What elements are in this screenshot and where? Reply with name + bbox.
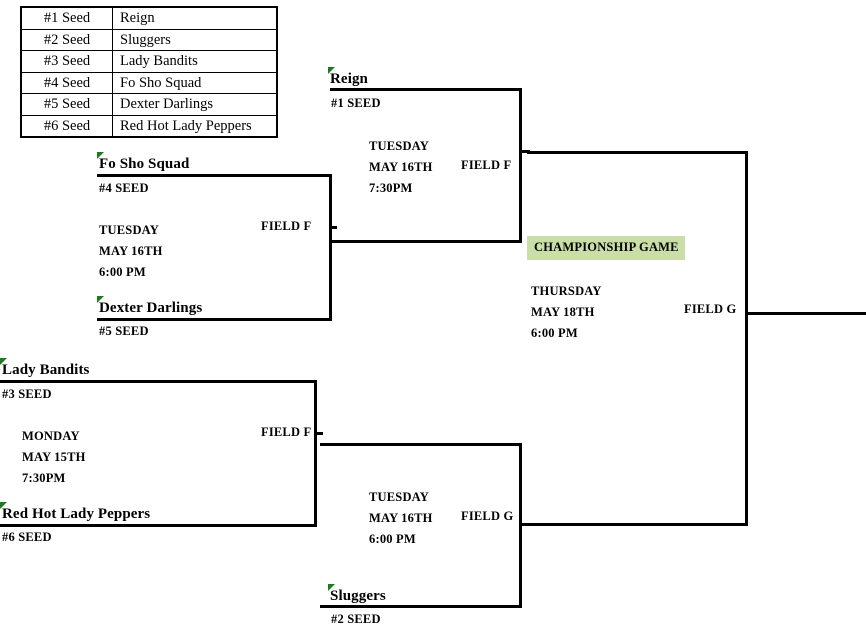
comment-marker-icon: [0, 502, 7, 509]
game-date: MAY 18TH: [531, 305, 595, 319]
lower-quarterfinal-top-seed: #3 SEED: [2, 387, 52, 401]
upper-semifinal-top-seed: #1 SEED: [331, 96, 381, 110]
championship-banner: CHAMPIONSHIP GAME: [527, 236, 685, 260]
game-time: 7:30PM: [369, 181, 413, 195]
bracket-line-upper-semifinal-top: [330, 88, 522, 91]
upper-quarterfinal-top-team: Fo Sho Squad: [97, 152, 189, 172]
bracket-line-upper-qf-right: [329, 174, 332, 321]
seed-cell: #5 Seed: [20, 93, 113, 116]
seed-cell: #2 Seed: [20, 28, 113, 51]
seed-cell: #4 Seed: [20, 71, 113, 94]
comment-marker-icon: [328, 584, 335, 591]
table-row: #2 Seed Sluggers: [20, 28, 278, 51]
bracket-line-lower-qf-top: [0, 380, 317, 383]
bracket-connector-upper-sf-to-final: [519, 150, 530, 153]
game-date: MAY 16TH: [99, 244, 163, 258]
comment-marker-icon: [97, 296, 104, 303]
championship-game-info: THURSDAY MAY 18TH 6:00 PM: [531, 281, 602, 344]
upper-quarterfinal-field: FIELD F: [261, 219, 312, 233]
lower-semifinal-game-info: TUESDAY MAY 16TH 6:00 PM: [369, 487, 433, 550]
team-cell: Fo Sho Squad: [112, 71, 278, 94]
bracket-connector-lower-qf-to-sf: [314, 432, 323, 435]
upper-semifinal-top-team: Reign: [328, 67, 368, 87]
bracket-line-championship-top: [527, 151, 748, 154]
upper-semifinal-game-info: TUESDAY MAY 16TH 7:30PM: [369, 136, 433, 199]
comment-marker-icon: [0, 358, 7, 365]
game-day: TUESDAY: [99, 223, 159, 237]
seed-cell: #3 Seed: [20, 50, 113, 73]
bracket-line-winner-output: [745, 312, 866, 315]
bracket-line-lower-qf-right: [314, 380, 317, 527]
team-cell: Reign: [112, 6, 278, 30]
upper-semifinal-field: FIELD F: [461, 158, 512, 172]
game-day: MONDAY: [22, 429, 80, 443]
seed-cell: #1 Seed: [20, 6, 113, 30]
bracket-line-championship-bottom: [527, 523, 748, 526]
lower-quarterfinal-bottom-seed: #6 SEED: [2, 530, 52, 544]
game-time: 6:00 PM: [531, 326, 578, 340]
table-row: #1 Seed Reign: [20, 6, 278, 30]
lower-semifinal-bottom-seed: #2 SEED: [331, 612, 381, 626]
lower-semifinal-bottom-team: Sluggers: [328, 584, 386, 604]
upper-quarterfinal-game-info: TUESDAY MAY 16TH 6:00 PM: [99, 220, 163, 283]
bracket-line-upper-qf-top: [97, 174, 332, 177]
upper-quarterfinal-top-seed: #4 SEED: [99, 181, 149, 195]
game-time: 7:30PM: [22, 471, 66, 485]
game-day: TUESDAY: [369, 490, 429, 504]
team-cell: Lady Bandits: [112, 50, 278, 73]
bracket-connector-lower-sf-to-final: [519, 523, 530, 526]
bracket-line-lower-qf-bottom: [0, 524, 317, 527]
game-time: 6:00 PM: [369, 532, 416, 546]
upper-quarterfinal-bottom-team: Dexter Darlings: [97, 296, 202, 316]
team-cell: Sluggers: [112, 28, 278, 51]
championship-field: FIELD G: [684, 302, 737, 316]
bracket-line-championship-right: [745, 151, 748, 526]
bracket-line-lower-semifinal-bottom: [320, 605, 522, 608]
game-date: MAY 16TH: [369, 511, 433, 525]
table-row: #3 Seed Lady Bandits: [20, 50, 278, 73]
bracket-line-upper-qf-bottom: [97, 318, 332, 321]
game-time: 6:00 PM: [99, 265, 146, 279]
comment-marker-icon: [328, 67, 335, 74]
team-cell: Red Hot Lady Peppers: [112, 114, 278, 138]
lower-quarterfinal-top-team: Lady Bandits: [0, 358, 90, 378]
bracket-line-upper-semifinal-right: [519, 88, 522, 243]
lower-semifinal-field: FIELD G: [461, 509, 514, 523]
team-cell: Dexter Darlings: [112, 93, 278, 116]
lower-quarterfinal-bottom-team: Red Hot Lady Peppers: [0, 502, 150, 522]
seed-cell: #6 Seed: [20, 114, 113, 138]
table-row: #6 Seed Red Hot Lady Peppers: [20, 114, 278, 138]
upper-quarterfinal-bottom-seed: #5 SEED: [99, 324, 149, 338]
bracket-line-upper-semifinal-bottom: [330, 240, 522, 243]
bracket-connector-upper-qf-to-sf: [329, 226, 337, 229]
table-row: #4 Seed Fo Sho Squad: [20, 71, 278, 94]
table-row: #5 Seed Dexter Darlings: [20, 93, 278, 116]
game-day: THURSDAY: [531, 284, 602, 298]
game-day: TUESDAY: [369, 139, 429, 153]
game-date: MAY 15TH: [22, 450, 86, 464]
seed-legend-table: #1 Seed Reign #2 Seed Sluggers #3 Seed L…: [20, 6, 278, 138]
comment-marker-icon: [97, 152, 104, 159]
game-date: MAY 16TH: [369, 160, 433, 174]
bracket-line-lower-semifinal-top: [320, 443, 522, 446]
lower-quarterfinal-field: FIELD F: [261, 425, 312, 439]
lower-quarterfinal-game-info: MONDAY MAY 15TH 7:30PM: [22, 426, 86, 489]
